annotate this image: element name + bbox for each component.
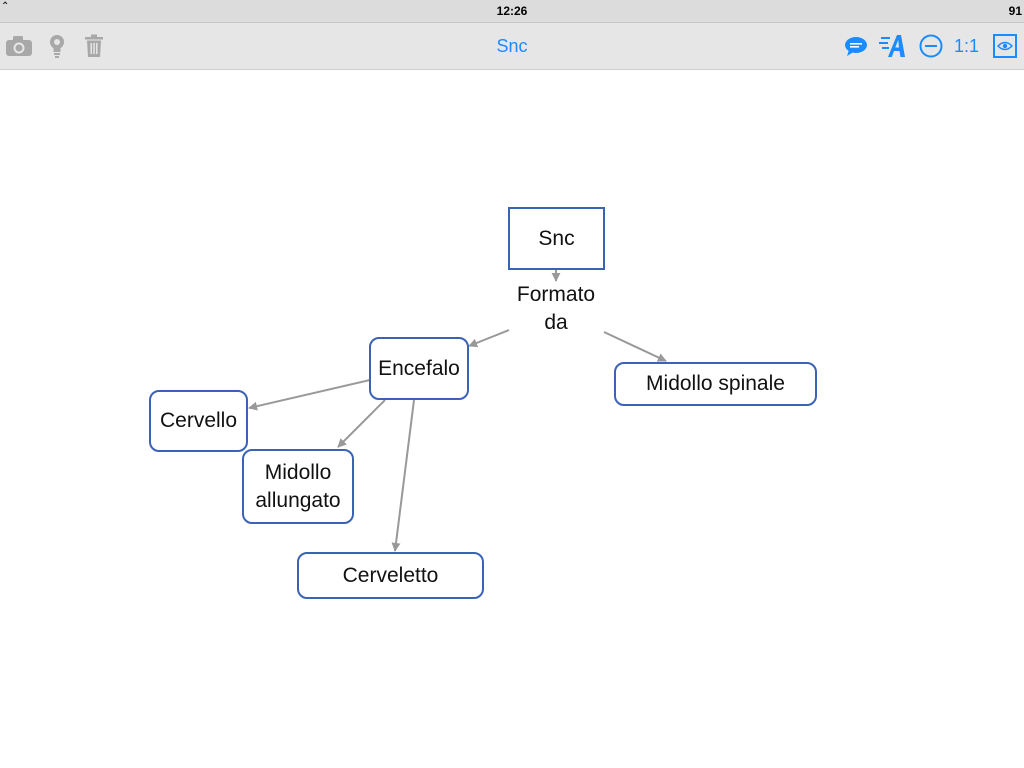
arrow-phrase-to-encefalo	[468, 329, 510, 348]
zoom-reset-button[interactable]: 1:1	[954, 36, 980, 56]
arrow-encefalo-to-cervello	[248, 379, 371, 411]
font-style-icon[interactable]	[878, 31, 908, 61]
comment-icon[interactable]	[841, 31, 871, 61]
toolbar: Snc 1:1	[0, 22, 1024, 70]
arrow-phrase-to-midollo-spinale	[603, 331, 667, 362]
concept-node-cervello[interactable]: Cervello	[149, 390, 248, 452]
concept-map-canvas[interactable]: Snc Formato da Encefalo Midollo spinale …	[0, 70, 1024, 768]
linking-phrase[interactable]: Formato da	[516, 283, 596, 334]
page-title: Snc	[496, 36, 528, 56]
arrow-encefalo-to-midollo-allungato	[337, 399, 386, 448]
concept-node-encefalo[interactable]: Encefalo	[369, 337, 469, 400]
connection-layer	[248, 270, 667, 552]
arrow-encefalo-to-cerveletto	[391, 399, 415, 552]
eye-icon[interactable]	[990, 31, 1020, 61]
status-time: 12:26	[496, 4, 528, 18]
lightbulb-icon[interactable]	[42, 31, 72, 61]
camera-icon[interactable]	[4, 31, 34, 61]
zoom-out-icon[interactable]	[916, 31, 946, 61]
concept-node-root[interactable]: Snc	[508, 207, 605, 270]
battery-level: 91	[1008, 4, 1022, 18]
concept-node-cerveletto[interactable]: Cerveletto	[297, 552, 484, 599]
concept-node-midollo-spinale[interactable]: Midollo spinale	[614, 362, 817, 406]
concept-node-midollo-allungato[interactable]: Midollo allungato	[242, 449, 354, 524]
wifi-icon: ⌃	[1, 1, 10, 12]
status-bar: ⌃ 12:26 91	[0, 0, 1024, 22]
trash-icon[interactable]	[79, 31, 109, 61]
